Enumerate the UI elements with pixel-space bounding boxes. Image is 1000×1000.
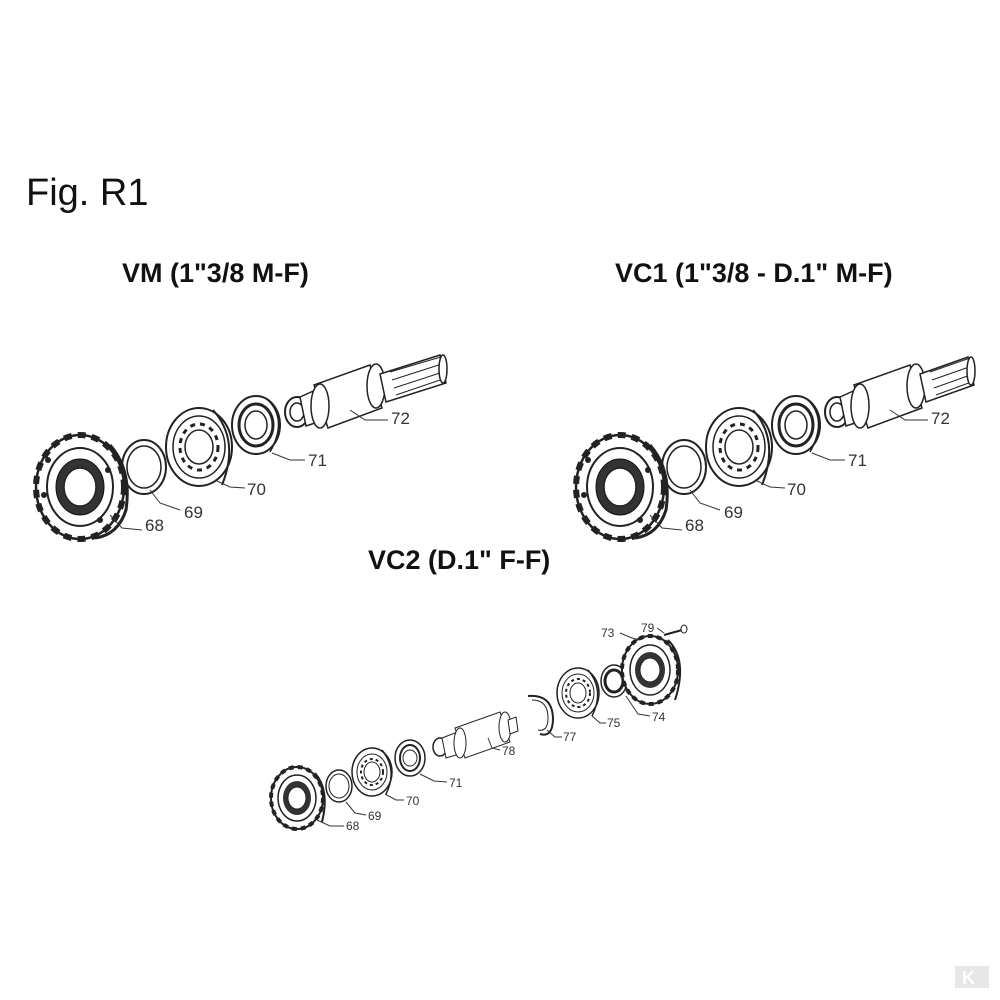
- label-68: 68: [145, 516, 164, 535]
- label-70: 70: [247, 480, 266, 499]
- part-70-bearing: [705, 407, 773, 487]
- label-74: 74: [652, 710, 666, 724]
- label-72: 72: [931, 409, 950, 428]
- label-73: 73: [601, 626, 615, 640]
- part-77-snap-ring: [527, 694, 555, 736]
- label-77: 77: [563, 730, 577, 744]
- part-72-splined-shaft: [284, 354, 448, 429]
- part-73-cover: [620, 634, 682, 706]
- part-75-bearing: [556, 667, 600, 719]
- label-69: 69: [724, 503, 743, 522]
- section-title-vc2: VC2 (D.1" F-F): [368, 545, 551, 575]
- label-72: 72: [391, 409, 410, 428]
- part-69-seal-ring: [325, 769, 353, 803]
- label-69: 69: [184, 503, 203, 522]
- part-71-seal: [771, 395, 821, 455]
- part-70-bearing: [165, 407, 233, 487]
- label-70: 70: [787, 480, 806, 499]
- label-78: 78: [502, 744, 516, 758]
- figure-title: Fig. R1: [26, 172, 149, 214]
- leader-lines-vc1: [649, 409, 928, 531]
- section-title-vc1: VC1 (1"3/8 - D.1" M-F): [615, 258, 893, 288]
- label-68: 68: [346, 819, 360, 833]
- part-69-seal-ring: [661, 439, 707, 495]
- label-71: 71: [449, 776, 463, 790]
- section-title-vm: VM (1"3/8 M-F): [122, 258, 309, 288]
- assembly-vm: 68 69 70 71 72: [33, 354, 448, 542]
- part-78-shaft: [432, 711, 519, 759]
- part-68-gearbox-cover: [33, 432, 129, 542]
- assembly-vc1: 68 69 70 71 72: [573, 356, 976, 542]
- label-70: 70: [406, 794, 420, 808]
- assembly-vc2: 68 69 70 71 78 77 75 74 73 79: [269, 621, 688, 833]
- part-68-gearbox-cover: [269, 765, 326, 831]
- label-75: 75: [607, 716, 621, 730]
- part-79-screw: [663, 624, 688, 636]
- part-68-gearbox-cover: [573, 432, 669, 542]
- watermark-logo: K: [955, 966, 989, 988]
- label-71: 71: [308, 451, 327, 470]
- watermark-text: K: [962, 968, 975, 988]
- label-79: 79: [641, 621, 655, 635]
- part-71-seal: [231, 395, 281, 455]
- label-69: 69: [368, 809, 382, 823]
- label-68: 68: [685, 516, 704, 535]
- part-71-seal: [394, 739, 426, 777]
- part-70-bearing: [351, 747, 393, 797]
- leader-lines-vc2: [316, 627, 665, 827]
- part-69-seal-ring: [121, 439, 167, 495]
- label-71: 71: [848, 451, 867, 470]
- leader-lines-vm: [109, 409, 388, 531]
- part-72-splined-shaft: [824, 356, 976, 429]
